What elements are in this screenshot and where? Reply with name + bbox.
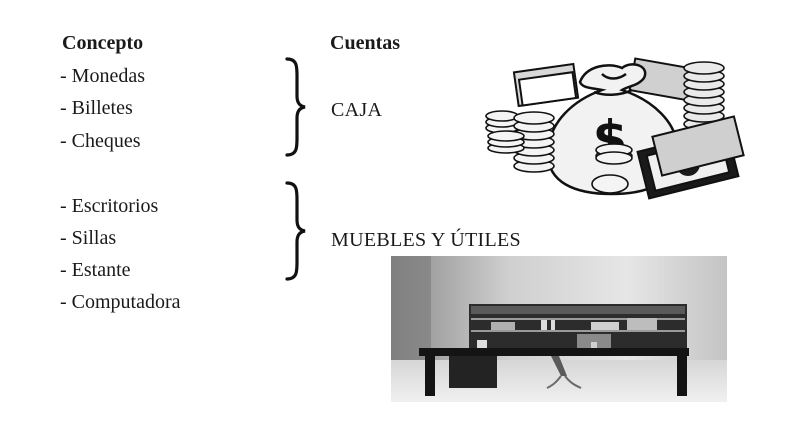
money-bag-coins-bills-icon: $ (485, 57, 745, 200)
cuentas-header: Cuentas (330, 32, 401, 54)
concept-item: - Billetes (60, 97, 133, 119)
curly-brace-icon (285, 57, 306, 157)
concept-item: - Escritorios (60, 195, 159, 217)
account-caja: CAJA (331, 99, 383, 121)
concept-item: - Sillas (60, 227, 117, 249)
concept-item: - Estante (60, 259, 131, 281)
account-muebles-utiles: MUEBLES Y ÚTILES (331, 229, 521, 251)
office-furniture-photo (391, 256, 727, 402)
curly-brace-icon (285, 181, 306, 281)
concepto-header: Concepto (62, 32, 144, 54)
concept-item: - Cheques (60, 130, 141, 152)
concept-item: - Computadora (60, 291, 181, 313)
concept-item: - Monedas (60, 65, 145, 87)
